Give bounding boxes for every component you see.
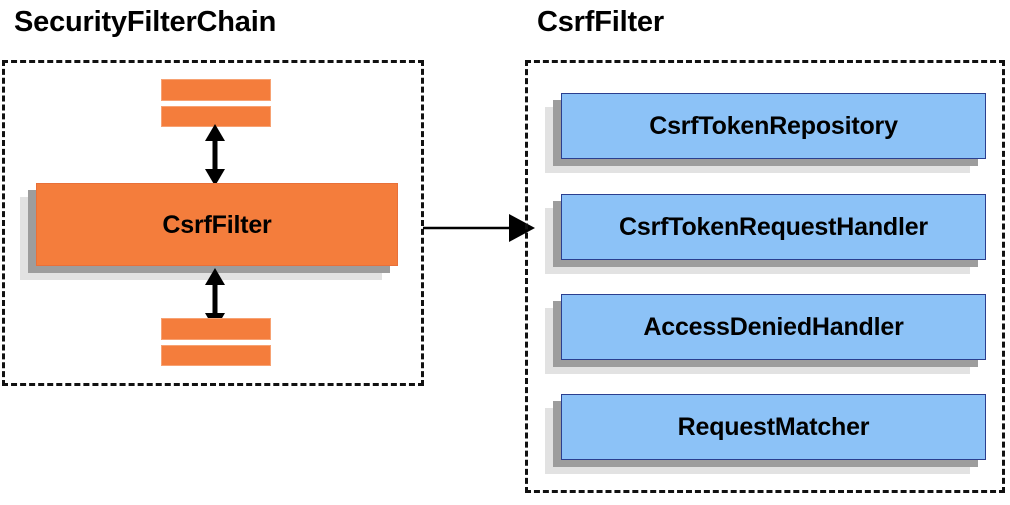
component-card-face: AccessDeniedHandler — [561, 294, 986, 360]
component-card-face: CsrfTokenRequestHandler — [561, 194, 986, 260]
connector-arrow-icon — [423, 214, 535, 242]
component-card-face: CsrfTokenRepository — [561, 93, 986, 159]
csrf-filter-card-label: CsrfFilter — [162, 210, 272, 239]
component-card-face: RequestMatcher — [561, 394, 986, 460]
component-card-csrf-token-request-handler[interactable]: CsrfTokenRequestHandler — [545, 194, 986, 274]
filter-bar-below-1 — [161, 318, 271, 340]
component-card-label: CsrfTokenRepository — [649, 112, 898, 140]
csrf-filter-card-face: CsrfFilter — [36, 183, 398, 266]
component-card-label: RequestMatcher — [677, 413, 870, 441]
double-arrow-above-icon — [205, 124, 225, 186]
page-title-security-filter-chain: SecurityFilterChain — [14, 6, 277, 38]
filter-bar-above-1 — [161, 79, 271, 101]
component-card-access-denied-handler[interactable]: AccessDeniedHandler — [545, 294, 986, 374]
page-title-csrf-filter: CsrfFilter — [537, 6, 664, 38]
component-card-label: AccessDeniedHandler — [643, 313, 904, 341]
csrf-filter-collaborators-container — [525, 60, 1005, 493]
component-card-csrf-token-repository[interactable]: CsrfTokenRepository — [545, 93, 986, 173]
filter-bar-below-2 — [161, 345, 271, 366]
csrf-filter-card[interactable]: CsrfFilter — [20, 183, 398, 280]
security-filter-chain-container — [2, 60, 424, 386]
component-card-label: CsrfTokenRequestHandler — [619, 213, 928, 241]
component-card-request-matcher[interactable]: RequestMatcher — [545, 394, 986, 474]
